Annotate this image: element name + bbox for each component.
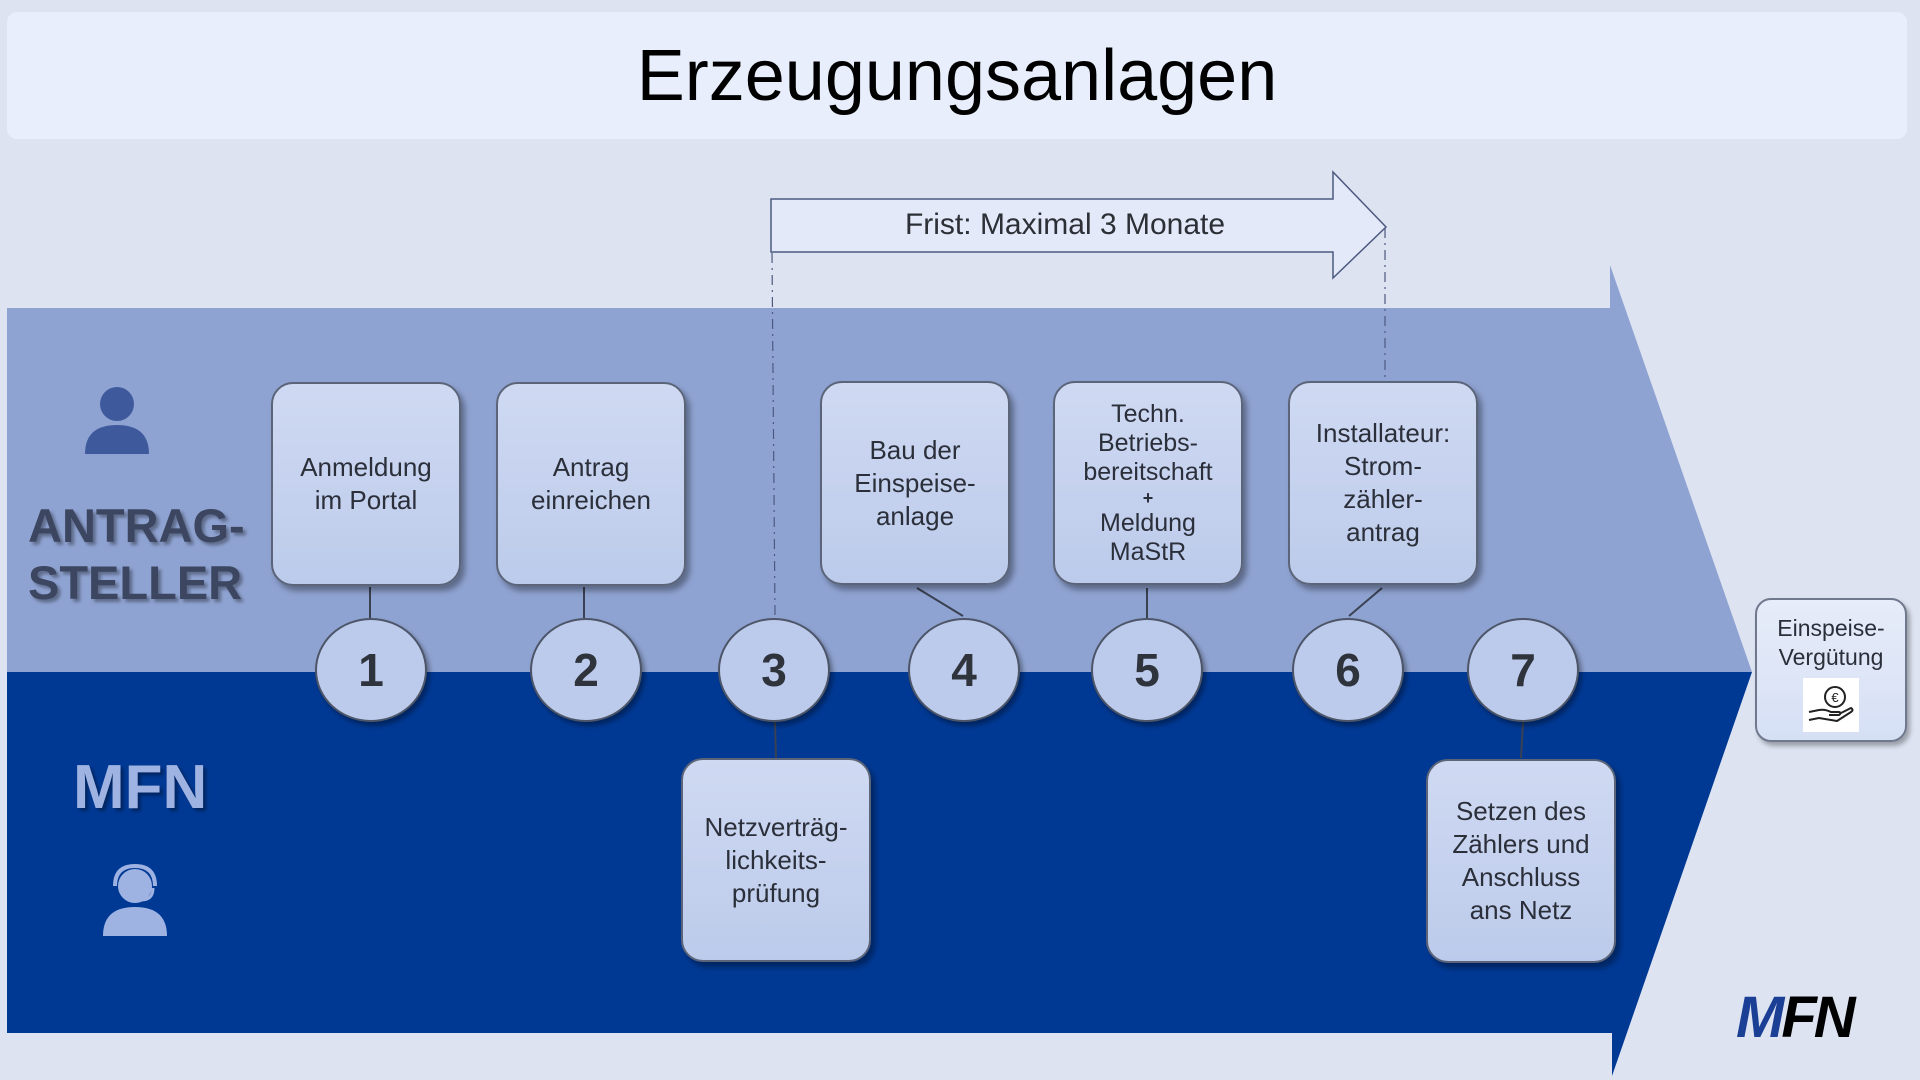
lane-label-mfn: MFN	[73, 753, 208, 822]
step-5-line: Techn.	[1111, 399, 1185, 428]
step-4-line: Einspeise-	[854, 467, 976, 498]
step-6-line: zähler-	[1343, 484, 1423, 514]
step-3-number: 3	[718, 618, 830, 722]
connector-7	[1520, 721, 1524, 759]
lane-label-applicant-line1: ANTRAG-	[28, 499, 245, 552]
deadline-start-marker	[771, 252, 776, 616]
step-7-line: ans Netz	[1469, 895, 1573, 925]
logo-part2: FN	[1781, 985, 1855, 1050]
connector-3	[774, 721, 777, 759]
step-6-line: Strom-	[1344, 451, 1422, 481]
step-3-line: prüfung	[731, 877, 821, 908]
step-4-line: anlage	[875, 500, 955, 531]
step-5-line: bereitschaft	[1083, 457, 1213, 486]
step-7-line: Setzen des	[1455, 796, 1587, 826]
result-box: Einspeise- Vergütung €	[1755, 598, 1907, 742]
step-5-number: 5	[1091, 618, 1203, 722]
deadline-arrow	[770, 170, 1388, 280]
lane-label-applicant-line2: STELLER	[28, 556, 243, 609]
step-3-box: Netzverträg-lichkeits-prüfung	[681, 758, 871, 962]
step-6-line: antrag	[1346, 517, 1420, 547]
deadline-label: Frist: Maximal 3 Monate	[904, 208, 1226, 241]
person-icon	[85, 387, 149, 454]
lane-bottom-band	[7, 672, 1752, 1076]
step-6-number: 6	[1292, 618, 1404, 722]
step-5-line: +	[1142, 487, 1154, 508]
step-2-number: 2	[530, 618, 642, 722]
step-6-box: Installateur:Strom-zähler-antrag	[1288, 381, 1478, 585]
lane-label-applicant: ANTRAG- STELLER	[28, 497, 245, 611]
step-7-number: 7	[1467, 618, 1579, 722]
step-7-line: Zählers und	[1452, 829, 1590, 859]
svg-text:€: €	[1831, 690, 1839, 705]
step-3-line: Netzverträg-	[704, 811, 848, 842]
step-6-line: Installateur:	[1315, 418, 1451, 448]
connector-4	[916, 587, 964, 617]
step-1-line: im Portal	[314, 485, 418, 515]
connector-6	[1348, 587, 1383, 617]
result-label-line1: Einspeise-	[1777, 615, 1885, 641]
step-5-line: Meldung	[1100, 508, 1196, 537]
result-label-line2: Vergütung	[1778, 644, 1884, 670]
step-2-line: einreichen	[531, 485, 651, 515]
step-3-line: lichkeits-	[725, 844, 827, 875]
step-1-number: 1	[315, 618, 427, 722]
euro-hand-icon: €	[1803, 678, 1859, 732]
step-7-line: Anschluss	[1461, 862, 1581, 892]
mfn-logo: MFN	[1736, 984, 1856, 1051]
headset-person-icon	[103, 863, 167, 936]
step-2-line: Antrag	[552, 452, 630, 482]
step-4-line: Bau der	[869, 434, 961, 465]
step-4-number: 4	[908, 618, 1020, 722]
title-bar: Erzeugungsanlagen	[7, 12, 1907, 139]
step-5-line: MaStR	[1109, 537, 1187, 566]
page-title: Erzeugungsanlagen	[636, 35, 1278, 116]
step-1-line: Anmeldung	[300, 452, 432, 482]
logo-part1: M	[1736, 985, 1784, 1050]
step-5-line: Betriebs-	[1097, 428, 1199, 457]
